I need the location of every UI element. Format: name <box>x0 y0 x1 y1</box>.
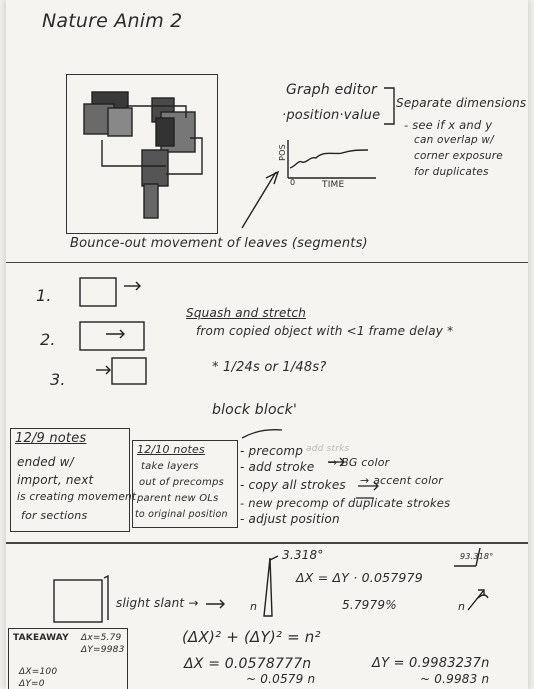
dx-value: ΔX = 0.0578777n <box>184 656 312 672</box>
notes-12-9-line: ended w/ <box>17 455 74 469</box>
sketch-drawings <box>53 87 489 623</box>
n-right-label: n <box>458 600 466 613</box>
notes-12-9-line: is creating movement <box>17 491 137 503</box>
block-block-text: block block' <box>212 402 297 418</box>
bounce-out-caption: Bounce-out movement of leaves (segments) <box>70 236 368 251</box>
graph-origin-label: 0 <box>290 178 296 187</box>
notes-12-10-heading: 12/10 notes <box>137 443 205 456</box>
step-number-1: 1. <box>36 286 52 305</box>
notes-12-10-line: take layers <box>141 461 199 472</box>
step-number-2: 2. <box>40 330 56 349</box>
workflow-step: - precomp <box>240 444 304 458</box>
notes-12-9-line: import, next <box>17 473 94 487</box>
note-line: for duplicates <box>414 166 489 178</box>
notes-12-9-line: for sections <box>21 509 88 522</box>
slight-slant-label: slight slant → <box>116 596 199 610</box>
notes-12-10-line: parent new OLs <box>137 493 219 504</box>
workflow-step: - adjust position <box>240 512 340 526</box>
squash-line: from copied object with <1 frame delay * <box>196 324 454 338</box>
workflow-step: - new precomp of duplicate strokes <box>240 496 451 510</box>
notes-12-9-heading: 12/9 notes <box>15 431 87 446</box>
notes-12-9: 12/9 notes ended w/ import, next is crea… <box>10 428 136 532</box>
dx-approx: ~ 0.0579 n <box>246 672 316 686</box>
takeaway-dy: ΔY=9983 <box>81 645 125 655</box>
note-line: corner exposure <box>414 150 503 162</box>
workflow-step-extra: add strks <box>306 444 350 454</box>
notes-12-10: 12/10 notes take layers out of precomps … <box>132 440 238 528</box>
dy-approx: ~ 0.9983 n <box>420 672 490 686</box>
notes-12-10-line: to original position <box>135 509 228 520</box>
divider-1 <box>6 262 528 263</box>
workflow-step: - copy all strokes <box>240 478 346 492</box>
list-arrows <box>241 429 379 499</box>
workflow-step: - add stroke <box>240 460 315 474</box>
note-line: - see if x and y <box>404 118 493 132</box>
graph-subtitle: ·position·value <box>282 108 381 123</box>
n-label: n <box>250 600 258 613</box>
slant-diagrams <box>53 547 489 623</box>
angle-label: 3.318° <box>282 548 324 562</box>
workflow-step-extra: → BG color <box>328 456 390 469</box>
pythagorean-formula: (ΔX)² + (ΔY)² = n² <box>182 628 321 646</box>
leaves-sketch-frame <box>66 74 218 234</box>
dy-value: ΔY = 0.9983237n <box>372 656 490 671</box>
note-line: can overlap w/ <box>414 134 494 146</box>
notes-12-10-line: out of precomps <box>139 477 224 488</box>
percent-label: 5.7979% <box>342 598 397 612</box>
workflow-step-extra: → accent color <box>360 474 443 487</box>
page-title: Nature Anim 2 <box>42 10 183 32</box>
note-line: Separate dimensions <box>396 96 527 110</box>
divider-2 <box>6 542 528 544</box>
frame-footnote: * 1/24s or 1/48s? <box>212 360 327 375</box>
notebook-page: Nature Anim 2 <box>6 0 528 689</box>
leaves-illustration <box>83 91 203 219</box>
graph-editor-label: Graph editor <box>286 82 377 98</box>
step-diagrams <box>79 277 147 385</box>
step-number-3: 3. <box>50 370 66 389</box>
takeaway-dy-left: ΔY=0 <box>19 679 45 689</box>
takeaway-dx-left: ΔX=100 <box>19 667 58 677</box>
takeaway-title: TAKEAWAY <box>13 633 69 643</box>
squash-title: Squash and stretch <box>186 306 307 320</box>
takeaway-box: TAKEAWAY Δx=5.79 ΔY=9983 ΔX=100 ΔY=0 <box>8 628 128 689</box>
dx-formula: ΔX = ΔY · 0.057979 <box>296 570 423 585</box>
graph-y-label: POS <box>277 144 287 161</box>
takeaway-dx: Δx=5.79 <box>81 633 122 643</box>
graph-editor-sketch <box>241 140 376 229</box>
graph-x-label: TIME <box>322 180 345 190</box>
angle-right-label: 93.318° <box>460 552 494 561</box>
